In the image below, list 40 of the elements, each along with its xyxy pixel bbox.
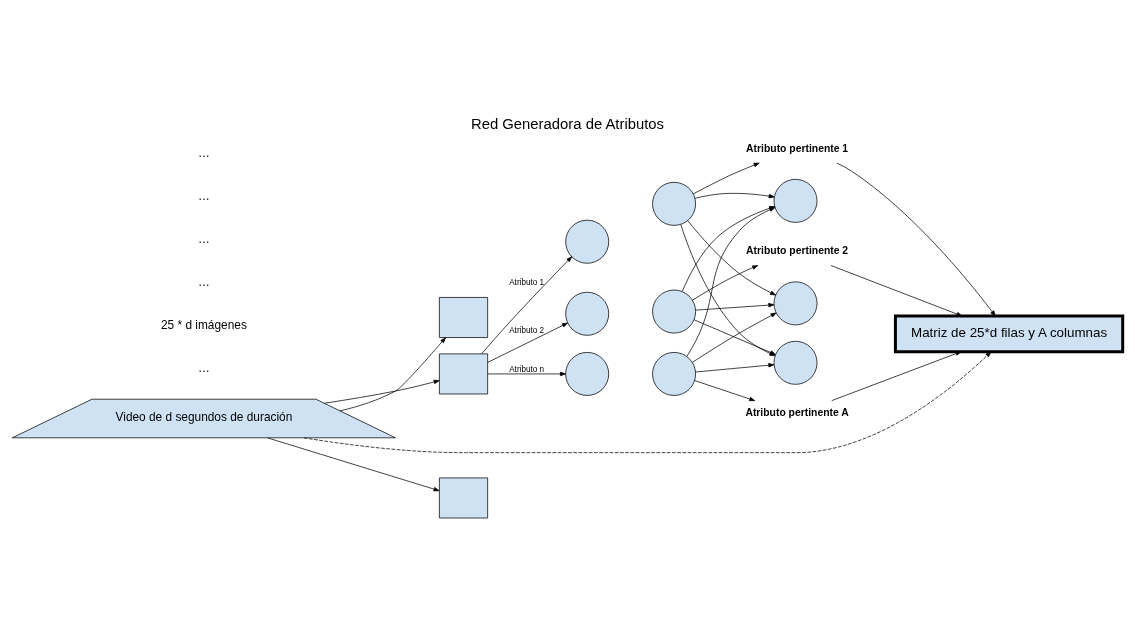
node-text: Atributo pertinente 1 [746, 142, 849, 154]
arrow [695, 302, 775, 311]
arrow [324, 379, 440, 404]
arrow [694, 192, 775, 199]
node-circle [565, 291, 610, 336]
edge-label: Atributo 2 [509, 325, 545, 335]
node-circle [652, 181, 696, 226]
node-box [439, 353, 488, 395]
edge-label: Atributo 1 [509, 277, 545, 287]
diagram-title: Red Generadora de Atributos [470, 115, 665, 132]
arrow [481, 256, 573, 355]
arrow [487, 371, 566, 377]
label: … [197, 188, 210, 203]
label: … [197, 275, 210, 290]
node-circle [652, 289, 696, 334]
arrow [267, 437, 440, 492]
arrow [339, 337, 446, 412]
arrow [487, 322, 568, 363]
arrow [687, 220, 777, 296]
node-circle [773, 281, 818, 326]
arrow [830, 265, 963, 317]
node-circle [652, 352, 696, 396]
arrow [692, 162, 760, 195]
label: 25 * d imágenes [161, 318, 247, 333]
node-circle [773, 178, 818, 223]
node-circle [773, 340, 818, 385]
node-circle [565, 352, 610, 396]
label: … [197, 145, 210, 160]
arrow [695, 363, 775, 373]
node-text: Atributo pertinente A [745, 407, 849, 419]
arrow [692, 265, 759, 301]
label: … [197, 232, 210, 247]
node-box [439, 477, 488, 519]
label: … [197, 361, 210, 376]
arrow [831, 351, 962, 401]
arrow [694, 380, 756, 402]
edge-label: Atributo n [509, 364, 545, 374]
node-box [439, 297, 488, 338]
arrow [836, 162, 996, 317]
node-text: Atributo pertinente 2 [746, 245, 849, 257]
